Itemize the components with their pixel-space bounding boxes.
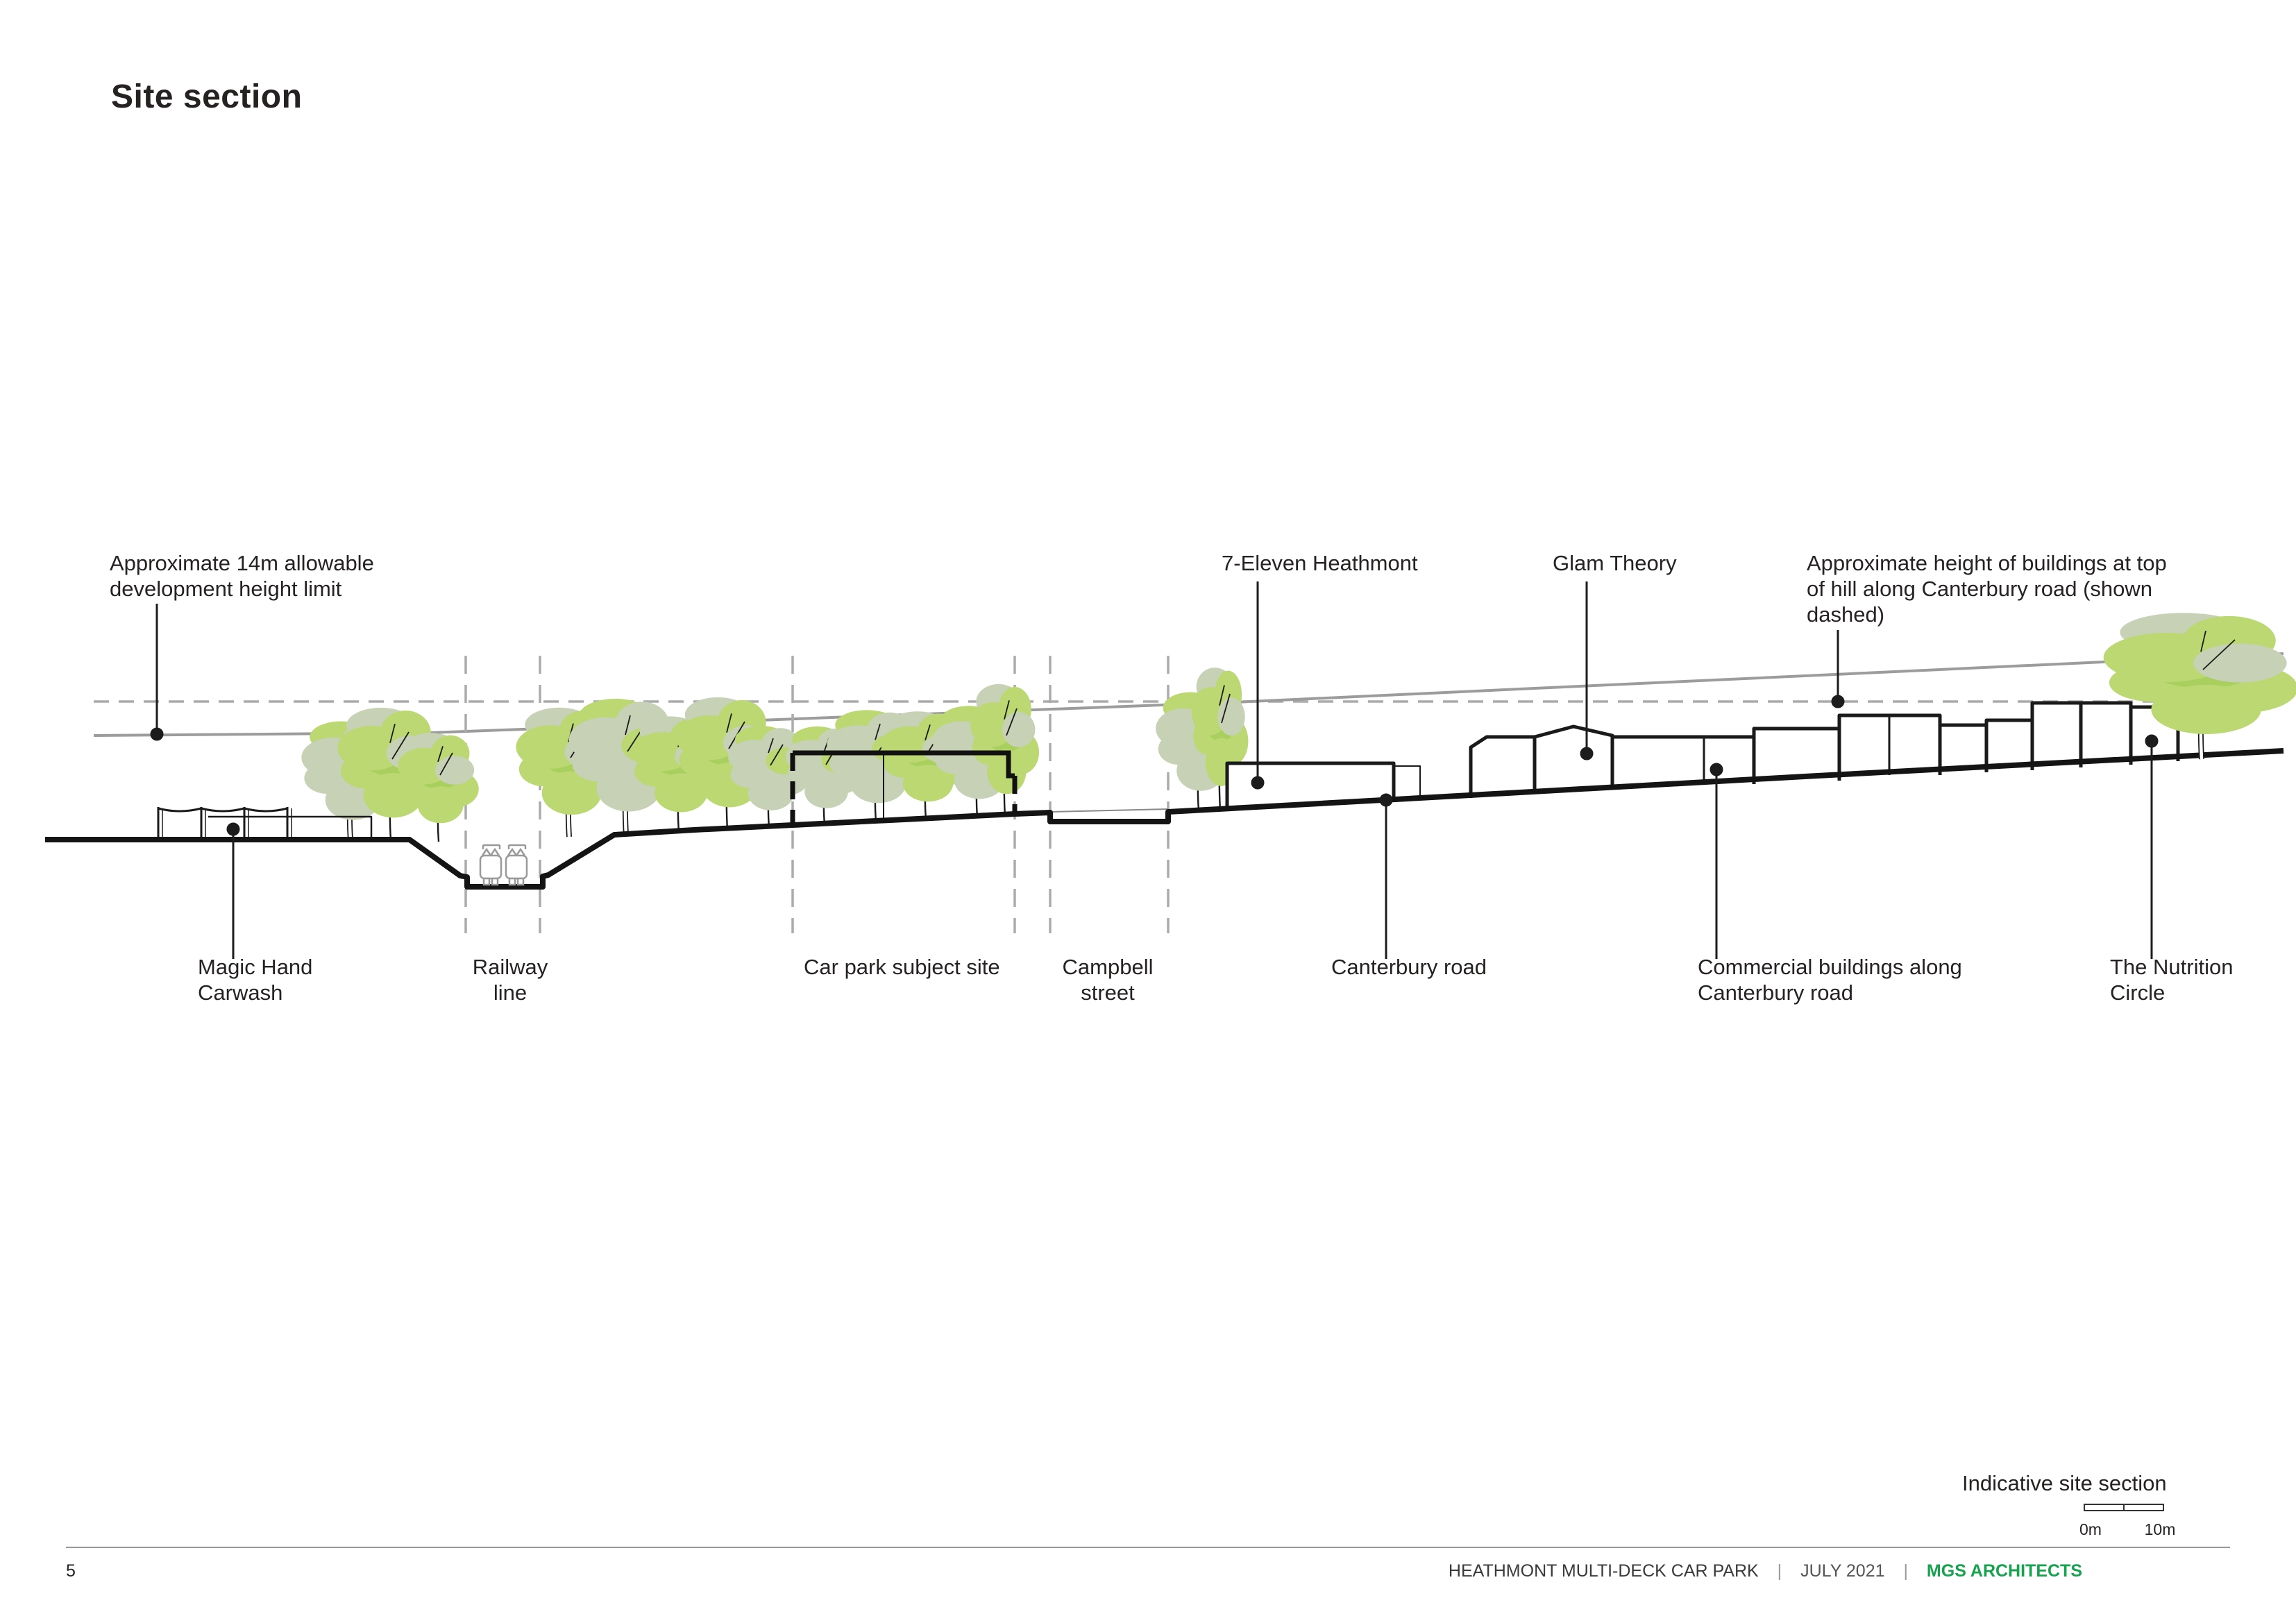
carpark-envelope xyxy=(790,750,1018,826)
label-campbell-line1: Campbell xyxy=(1063,955,1154,979)
legend: Indicative site section 0m 10m xyxy=(1962,1471,2175,1538)
tree-foliage xyxy=(655,773,708,813)
leader-lines xyxy=(150,581,2159,959)
legend-caption: Indicative site section xyxy=(1962,1471,2167,1495)
tree-foliage xyxy=(435,756,475,785)
label-car-park: Car park subject site xyxy=(804,955,1000,979)
carwash-building xyxy=(157,807,373,840)
leader-carwash xyxy=(226,822,240,959)
reference-lines xyxy=(93,652,2284,737)
buildings xyxy=(157,701,2180,840)
label-railway-line1: Railway xyxy=(473,955,548,979)
tree xyxy=(398,733,479,842)
tree xyxy=(2103,613,2296,760)
trees xyxy=(301,668,1249,842)
label-nutrition-line1: The Nutrition xyxy=(2110,955,2233,979)
seven-eleven-annex xyxy=(1394,765,1421,798)
label-commercial-line2: Canterbury road xyxy=(1698,980,1853,1005)
tree-foliage xyxy=(804,774,848,808)
leader-seven-eleven xyxy=(1251,581,1265,790)
foreground-tree xyxy=(2103,613,2296,760)
tree-foliage xyxy=(1217,697,1245,736)
glam-theory-building-a xyxy=(1469,735,1537,798)
label-height-limit-line2: development height limit xyxy=(110,577,342,601)
footer-line: HEATHMONT MULTI-DECK CAR PARK | JULY 202… xyxy=(1449,1561,2082,1581)
page-number: 5 xyxy=(66,1561,76,1581)
annotation-labels: Approximate 14m allowable development he… xyxy=(110,551,2233,1005)
leader-commercial xyxy=(1710,763,1723,959)
label-hill-buildings-line1: Approximate height of buildings at top xyxy=(1807,551,2167,575)
ground-profile xyxy=(45,748,2284,890)
label-seven-eleven: 7-Eleven Heathmont xyxy=(1222,551,1418,575)
footer: 5 HEATHMONT MULTI-DECK CAR PARK | JULY 2… xyxy=(66,1547,2230,1581)
label-canterbury-road: Canterbury road xyxy=(1331,955,1487,979)
seven-eleven-building xyxy=(1225,761,1396,809)
leader-height-limit xyxy=(150,604,164,741)
label-campbell-line2: street xyxy=(1081,980,1135,1005)
footer-separator-2: | xyxy=(1903,1561,1908,1581)
tree-foliage xyxy=(541,771,602,815)
page-title: Site section xyxy=(111,78,302,115)
tree-foliage xyxy=(417,786,464,824)
leader-nutrition xyxy=(2145,734,2159,959)
scale-bar: 0m 10m xyxy=(2079,1504,2175,1538)
footer-date: JULY 2021 xyxy=(1800,1561,1884,1581)
ground-line xyxy=(45,748,2284,890)
scale-end: 10m xyxy=(2145,1520,2176,1538)
scale-start: 0m xyxy=(2079,1520,2102,1538)
footer-project: HEATHMONT MULTI-DECK CAR PARK xyxy=(1449,1561,1759,1581)
label-commercial-line1: Commercial buildings along xyxy=(1698,955,1962,979)
label-hill-buildings-line2: of hill along Canterbury road (shown xyxy=(1807,577,2152,601)
tree-foliage xyxy=(902,765,954,802)
tree-foliage xyxy=(1002,712,1036,747)
campbell-street-surface xyxy=(1049,808,1169,813)
label-nutrition-line2: Circle xyxy=(2110,980,2165,1005)
label-railway-line2: line xyxy=(493,980,527,1005)
tree-foliage xyxy=(748,776,794,810)
footer-separator-1: | xyxy=(1778,1561,1782,1581)
label-hill-buildings-line3: dashed) xyxy=(1807,602,1884,627)
label-carwash-line2: Carwash xyxy=(198,980,282,1005)
leader-hill-buildings xyxy=(1831,630,1845,708)
label-height-limit-line1: Approximate 14m allowable xyxy=(110,551,374,575)
label-carwash-line1: Magic Hand xyxy=(198,955,312,979)
tree-foliage xyxy=(2193,643,2287,683)
leader-glam-theory xyxy=(1580,581,1594,760)
fourteen-metre-line xyxy=(93,652,2284,737)
label-glam-theory: Glam Theory xyxy=(1553,551,1677,575)
footer-firm: MGS ARCHITECTS xyxy=(1927,1561,2082,1581)
glam-theory-building-b xyxy=(1533,724,1614,792)
train-icon xyxy=(479,844,528,886)
tree xyxy=(970,683,1040,817)
tree-foliage xyxy=(2151,685,2261,734)
leader-canterbury-road xyxy=(1379,793,1393,959)
